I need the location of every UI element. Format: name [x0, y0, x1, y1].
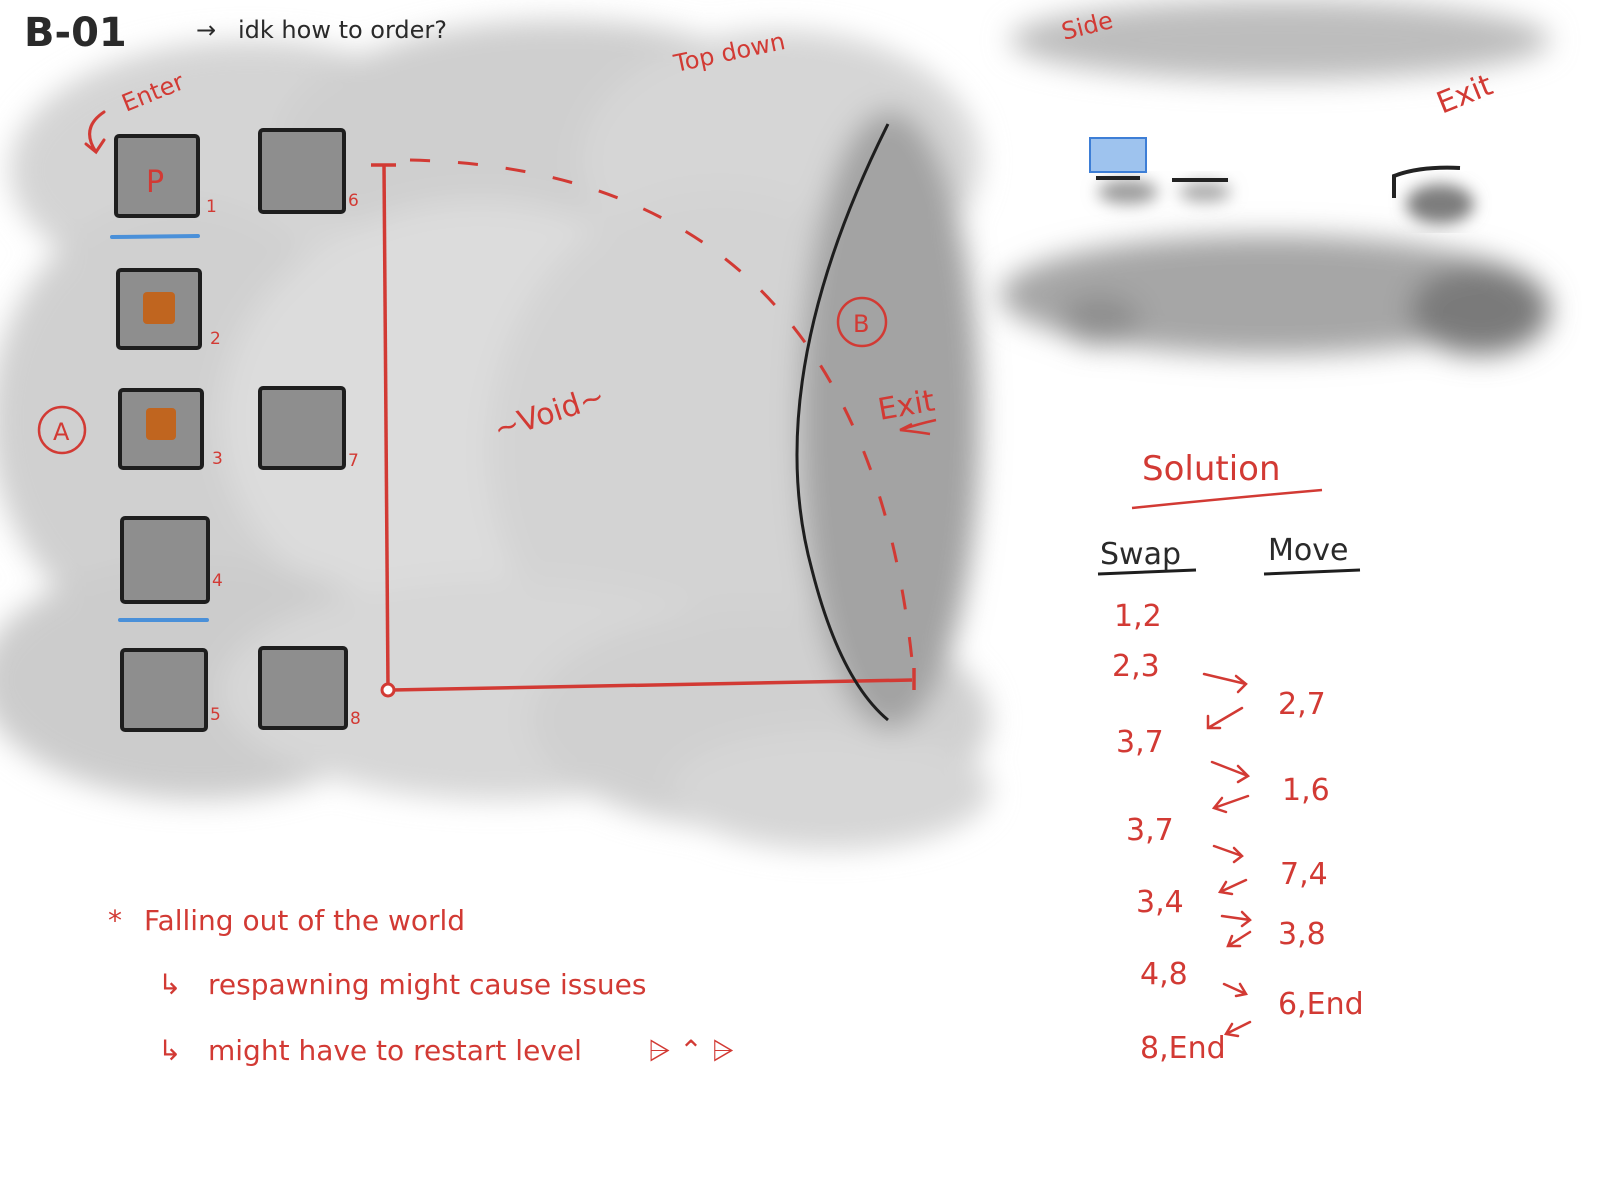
zone-a-circle	[37, 405, 87, 455]
tile-number-7: 7	[348, 451, 359, 471]
tile-1	[114, 134, 200, 218]
exit-arrow-icon	[899, 418, 937, 436]
move-underline	[1263, 568, 1361, 576]
move-step-5: 6,End	[1278, 987, 1364, 1022]
zone-b-circle	[836, 296, 888, 348]
zone-b-label: B	[853, 310, 869, 338]
note-main: Falling out of the world	[144, 904, 465, 937]
tile-number-6: 6	[348, 191, 359, 211]
order-question: idk how to order?	[238, 16, 447, 44]
move-header: Move	[1268, 533, 1348, 568]
swap-step-3: 3,7	[1116, 725, 1164, 760]
world-boundary	[795, 123, 890, 722]
path-vertical	[382, 164, 390, 689]
side-view-shadows	[1098, 180, 1474, 224]
swap-step-6: 4,8	[1140, 957, 1188, 992]
note-sub-arrow-1: ↳	[158, 968, 181, 1001]
solution-arrows	[1202, 672, 1252, 1038]
side-exit-label: Exit	[1432, 68, 1498, 122]
tile-number-8: 8	[350, 709, 361, 729]
swap-step-5: 3,4	[1136, 885, 1184, 920]
tile-7	[258, 386, 346, 470]
swap-underline	[1097, 568, 1197, 576]
level-id: B-01	[24, 10, 127, 56]
separator-top	[110, 234, 200, 239]
swap-step-1: 1,2	[1114, 599, 1162, 634]
zone-a-label: A	[53, 418, 70, 446]
tile-6	[258, 128, 346, 214]
tile-number-4: 4	[212, 571, 223, 591]
note-sub-1: respawning might cause issues	[208, 968, 646, 1001]
note-sub-2: might have to restart level	[208, 1034, 582, 1067]
note-face: ⩥ ⌃ ⩥	[648, 1034, 734, 1067]
crate-2	[143, 292, 175, 324]
side-exit-platform	[1392, 165, 1461, 198]
solution-title: Solution	[1142, 449, 1281, 489]
player-marker: P	[146, 165, 164, 200]
tile-number-5: 5	[210, 705, 221, 725]
swap-step-2: 2,3	[1112, 649, 1160, 684]
tile-number-3: 3	[212, 449, 223, 469]
path-origin	[380, 682, 396, 698]
side-player-block	[1089, 137, 1147, 173]
move-step-3: 7,4	[1280, 857, 1328, 892]
path-horizontal	[391, 678, 913, 692]
swap-header: Swap	[1100, 537, 1181, 572]
move-step-4: 3,8	[1278, 917, 1326, 952]
move-step-1: 2,7	[1278, 687, 1326, 722]
swap-step-7: 8,End	[1140, 1031, 1226, 1066]
tile-3	[118, 388, 204, 470]
enter-arrow-icon	[84, 110, 106, 155]
note-sub-arrow-2: ↳	[158, 1034, 181, 1067]
solution-underline	[1131, 488, 1323, 510]
note-bullet: *	[108, 904, 122, 937]
tile-number-2: 2	[210, 329, 221, 349]
tile-2	[116, 268, 202, 350]
header-arrow: →	[196, 16, 216, 44]
side-view-background	[1000, 0, 1550, 355]
move-step-2: 1,6	[1282, 773, 1330, 808]
swap-step-4: 3,7	[1126, 813, 1174, 848]
crate-3	[146, 408, 176, 440]
tile-number-1: 1	[206, 197, 217, 217]
tile-8	[258, 646, 348, 730]
tile-5	[120, 648, 208, 732]
tile-4	[120, 516, 210, 604]
